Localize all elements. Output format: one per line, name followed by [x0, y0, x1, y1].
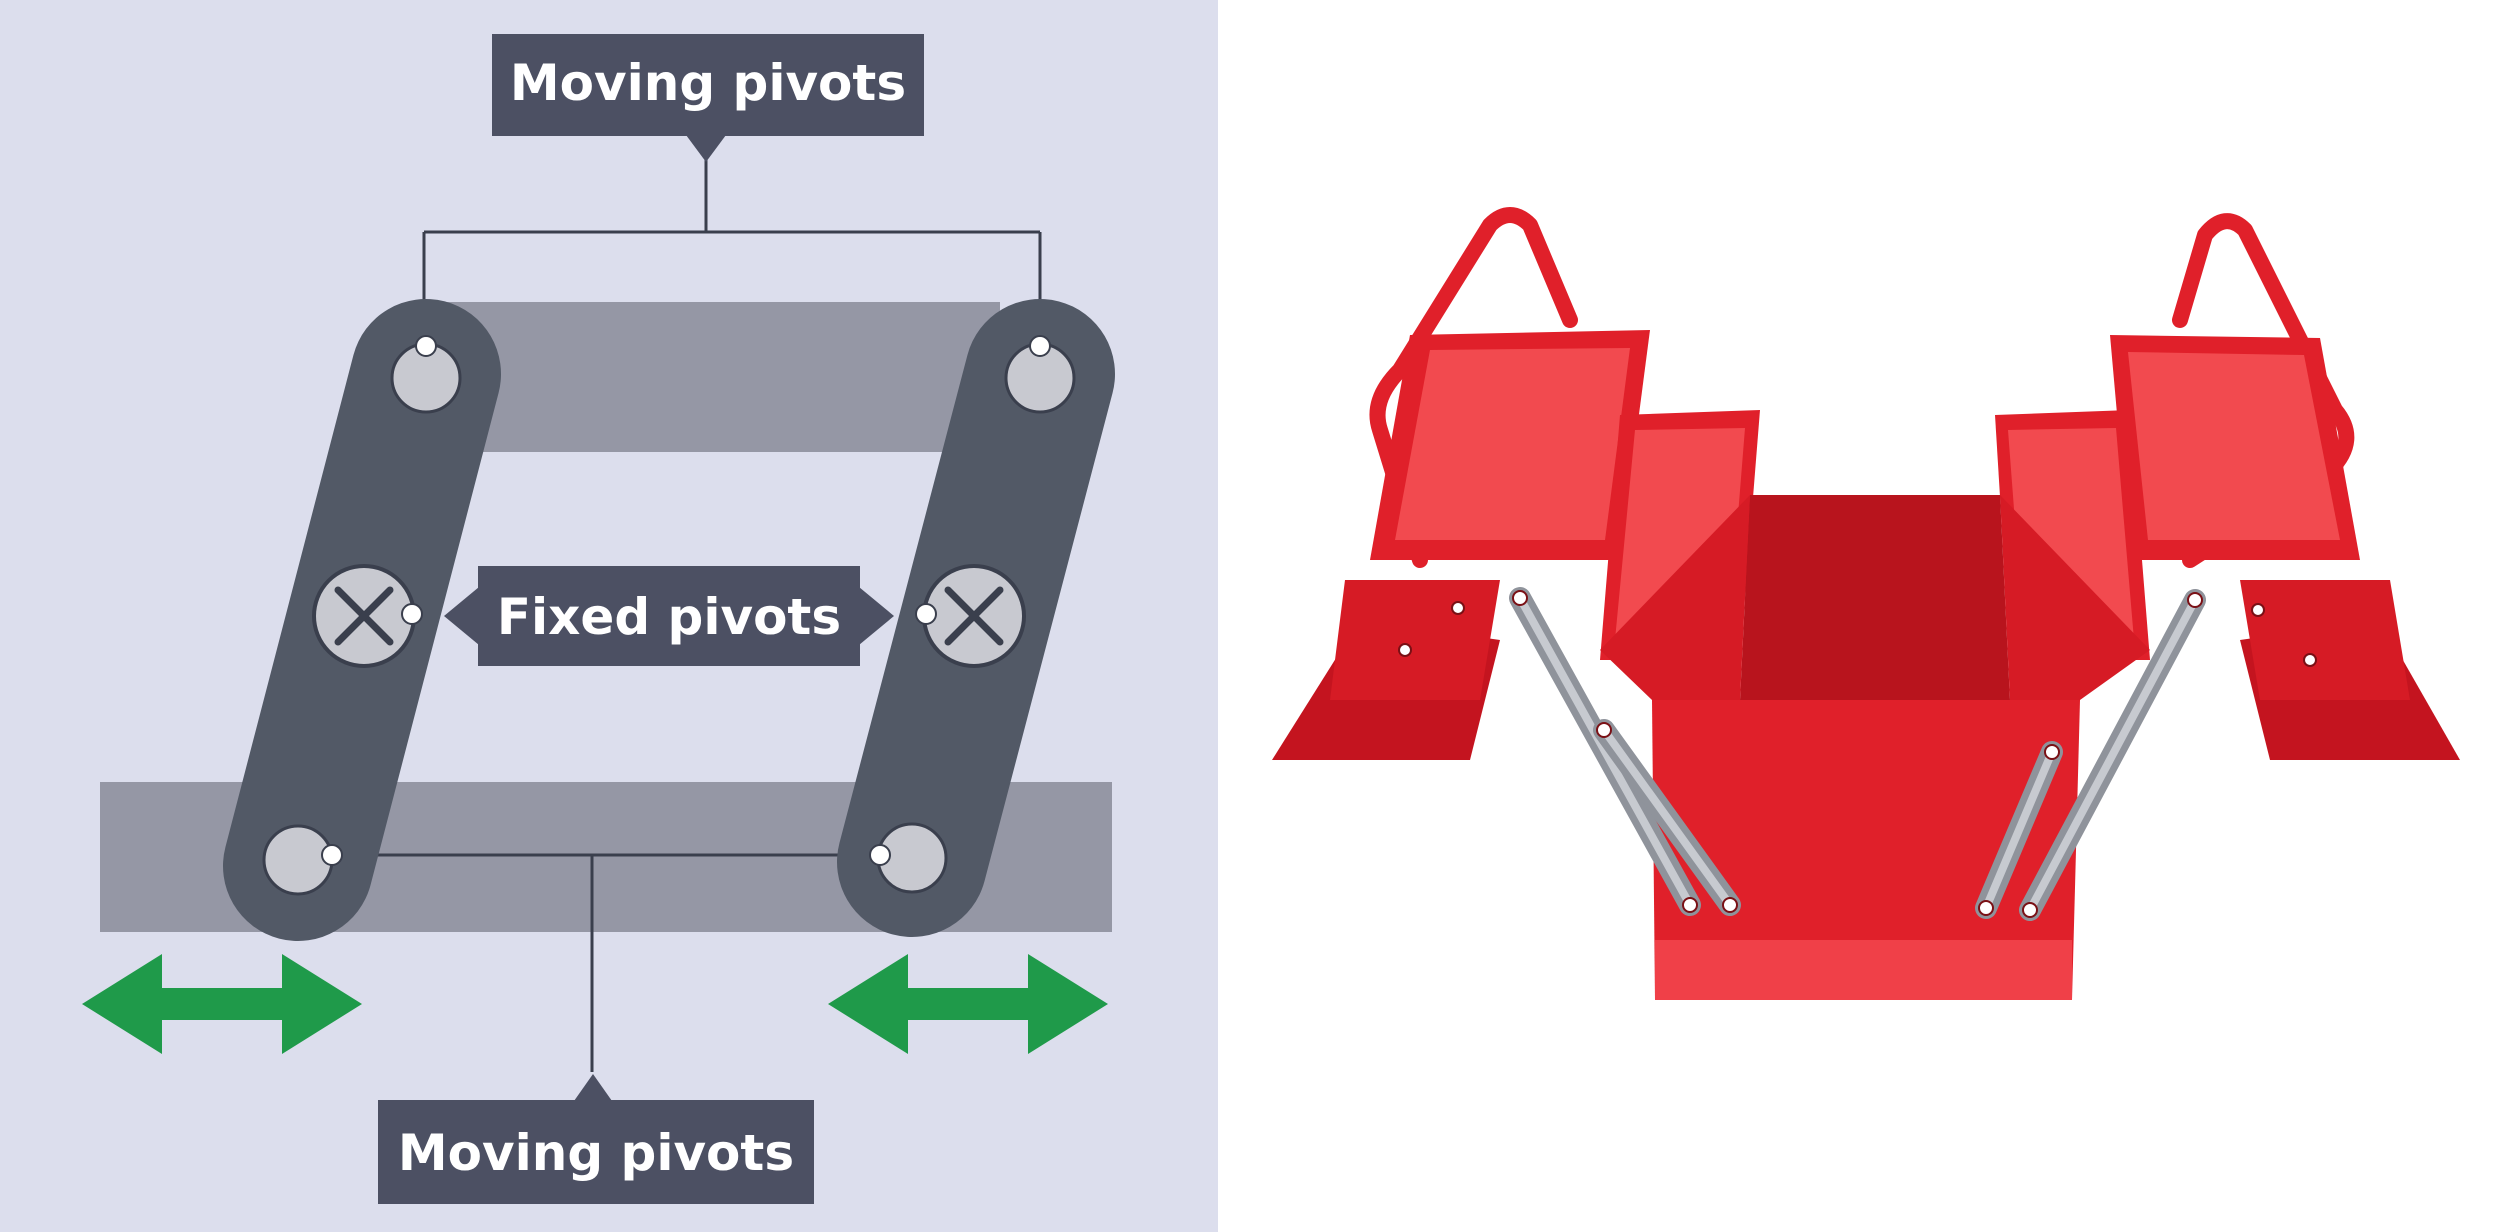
left-bottom-moving-pivot	[262, 824, 334, 896]
right-double-arrow-icon	[828, 954, 1108, 1054]
fixed-pivots-label: Fixed pivots	[497, 588, 841, 646]
left-fixed-pivot	[312, 564, 416, 668]
right-top-pivot-dot	[1029, 335, 1051, 357]
moving-pivots-top-label: Moving pivots	[510, 54, 906, 112]
fixed-pivots-label-box: Fixed pivots	[444, 566, 894, 666]
main-body-base	[1655, 940, 2072, 1000]
left-double-arrow-icon	[82, 954, 362, 1054]
top-bar	[420, 302, 1000, 452]
moving-pivots-top-label-box: Moving pivots	[492, 34, 924, 162]
left-bottom-pivot-dot	[321, 844, 343, 866]
bottom-leader-lines	[370, 853, 880, 1072]
moving-pivots-bottom-label-box: Moving pivots	[378, 1074, 814, 1204]
rivets	[1398, 590, 2317, 918]
left-outer-tray-inner	[1395, 348, 1630, 540]
left-handle	[1369, 207, 1578, 568]
right-bottom-pivot-dot	[869, 844, 891, 866]
metal-links	[1509, 587, 2206, 921]
right-fixed-pivot	[922, 564, 1026, 668]
right-fixed-pivot-dot	[915, 603, 937, 625]
top-leader-lines	[422, 158, 1042, 312]
left-top-pivot-dot	[415, 335, 437, 357]
right-outer-tray-front	[2240, 580, 2410, 700]
right-outer-tray-inner	[2128, 352, 2340, 540]
main-body-side-right	[2000, 495, 2150, 700]
left-outer-tray-front	[1330, 580, 1500, 700]
main-body-front	[1652, 700, 2080, 1000]
main-body-side-left	[1600, 495, 1750, 700]
mechanism-diagram: Moving pivots Fixed pivots Moving pivots	[82, 34, 1115, 1204]
moving-pivots-bottom-label: Moving pivots	[398, 1124, 794, 1182]
mechanism-diagram-panel: Moving pivots Fixed pivots Moving pivots	[0, 0, 1218, 1232]
left-fixed-pivot-dot	[401, 603, 423, 625]
toolbox-photo-panel	[1218, 0, 2496, 1232]
main-body-back	[1740, 495, 2010, 700]
cantilever-toolbox-icon	[1272, 207, 2460, 1000]
